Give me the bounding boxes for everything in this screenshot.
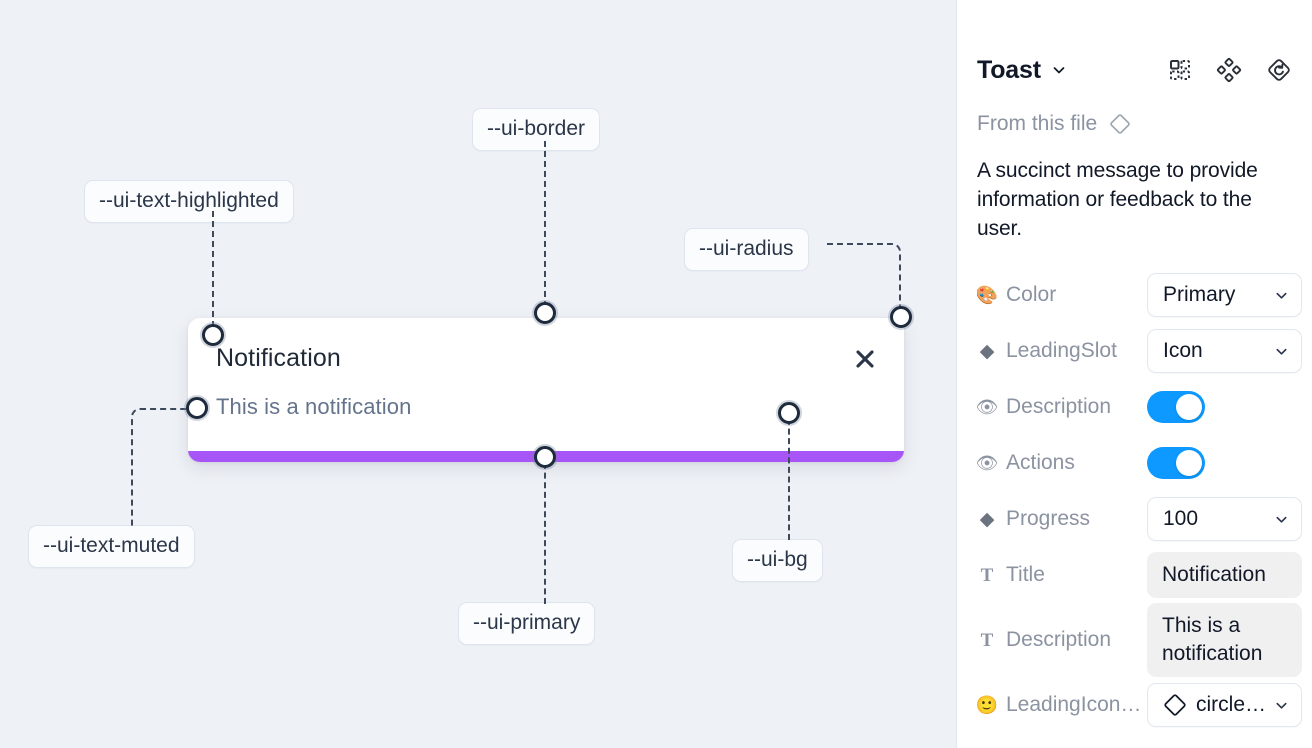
- eye-icon: 👁: [977, 453, 999, 473]
- property-row-leadingslot: ◆ LeadingSlot Icon: [977, 323, 1302, 379]
- handle-ui-text-muted[interactable]: [186, 397, 208, 419]
- annotation-ui-border[interactable]: --ui-border: [472, 108, 601, 151]
- handle-ui-border[interactable]: [534, 302, 556, 324]
- property-label-leadingicon: 🙂 LeadingIcon…: [977, 693, 1142, 716]
- annotation-ui-bg[interactable]: --ui-bg: [732, 539, 823, 582]
- annotation-ui-primary[interactable]: --ui-primary: [458, 602, 596, 645]
- chevron-down-icon: [1274, 512, 1289, 527]
- page-title: Toast: [977, 55, 1041, 84]
- select-progress-value: 100: [1163, 507, 1199, 530]
- toggle-description[interactable]: [1147, 391, 1205, 423]
- annotation-ui-text-highlighted[interactable]: --ui-text-highlighted: [84, 180, 294, 223]
- select-leadingicon-value: circle…: [1196, 693, 1267, 716]
- input-title[interactable]: Notification: [1147, 552, 1302, 598]
- select-progress[interactable]: 100: [1147, 497, 1302, 541]
- property-list: 🎨 Color Primary ◆ LeadingSlot: [977, 267, 1302, 733]
- diamond-component-icon: [1109, 113, 1131, 135]
- connector-ui-text-muted: [131, 408, 193, 526]
- properties-panel: Toast: [956, 0, 1312, 748]
- select-color[interactable]: Primary: [1147, 273, 1302, 317]
- handle-ui-primary[interactable]: [534, 446, 556, 468]
- header-icon-group: [1168, 57, 1292, 83]
- connector-ui-radius: [827, 243, 901, 313]
- text-type-icon: T: [980, 629, 994, 651]
- handle-ui-bg[interactable]: [778, 402, 800, 424]
- connector-ui-text-highlighted: [212, 211, 214, 327]
- property-label-description-text: T Description: [977, 628, 1147, 652]
- property-row-color: 🎨 Color Primary: [977, 267, 1302, 323]
- property-label-color: 🎨 Color: [977, 283, 1057, 306]
- select-leadingslot-value: Icon: [1163, 339, 1203, 362]
- property-row-description-text: T Description This is a notification: [977, 603, 1302, 677]
- toast-description: This is a notification: [216, 394, 412, 419]
- property-row-progress: ◆ Progress 100: [977, 491, 1302, 547]
- property-label-actions-visibility: 👁 Actions: [977, 451, 1075, 474]
- panel-header: Toast: [977, 50, 1292, 90]
- handle-ui-text-highlighted[interactable]: [202, 324, 224, 346]
- close-icon[interactable]: [850, 344, 880, 374]
- annotation-ui-text-muted[interactable]: --ui-text-muted: [28, 525, 195, 568]
- toggle-knob: [1176, 394, 1202, 420]
- chevron-down-icon: [1274, 698, 1289, 713]
- chevron-down-icon: [1274, 344, 1289, 359]
- property-row-title: T Title Notification: [977, 547, 1302, 603]
- select-leadingslot[interactable]: Icon: [1147, 329, 1302, 373]
- from-this-file-label: From this file: [977, 112, 1098, 135]
- property-row-leadingicon: 🙂 LeadingIcon… circle…: [977, 677, 1302, 733]
- diamond-component-icon: [1163, 693, 1187, 717]
- select-leadingicon[interactable]: circle…: [1147, 683, 1302, 727]
- smiley-icon: 🙂: [977, 695, 999, 715]
- reset-instance-icon[interactable]: [1266, 57, 1292, 83]
- handle-ui-radius[interactable]: [890, 306, 912, 328]
- toggle-actions[interactable]: [1147, 447, 1205, 479]
- text-type-icon: T: [980, 564, 994, 586]
- property-row-description-visibility: 👁 Description: [977, 379, 1292, 435]
- chevron-down-icon: [1274, 288, 1289, 303]
- variants-diamond-icon[interactable]: [1216, 57, 1242, 83]
- select-color-value: Primary: [1163, 283, 1236, 306]
- property-label-progress: ◆ Progress: [977, 507, 1147, 531]
- diamond-icon: ◆: [979, 508, 995, 530]
- component-description: A succinct message to provide informatio…: [977, 159, 1258, 240]
- palette-icon: 🎨: [977, 285, 999, 305]
- component-grid-icon[interactable]: [1168, 58, 1192, 82]
- property-label-leadingslot: ◆ LeadingSlot: [977, 339, 1147, 363]
- connector-ui-bg: [788, 419, 790, 540]
- toast-component[interactable]: Notification This is a notification: [188, 318, 904, 462]
- diamond-icon: ◆: [979, 340, 995, 362]
- from-this-file[interactable]: From this file: [977, 112, 1292, 136]
- input-description[interactable]: This is a notification: [1147, 603, 1302, 677]
- property-label-description-visibility: 👁 Description: [977, 395, 1112, 418]
- eye-icon: 👁: [977, 397, 999, 417]
- toggle-knob: [1176, 450, 1202, 476]
- connector-ui-primary: [544, 463, 546, 604]
- property-label-title: T Title: [977, 563, 1147, 587]
- connector-ui-border: [544, 141, 546, 307]
- property-row-actions-visibility: 👁 Actions: [977, 435, 1292, 491]
- chevron-down-icon[interactable]: [1051, 62, 1067, 78]
- design-canvas[interactable]: Notification This is a notification --ui…: [0, 0, 956, 748]
- annotation-ui-radius[interactable]: --ui-radius: [684, 228, 809, 271]
- toast-title: Notification: [216, 344, 341, 372]
